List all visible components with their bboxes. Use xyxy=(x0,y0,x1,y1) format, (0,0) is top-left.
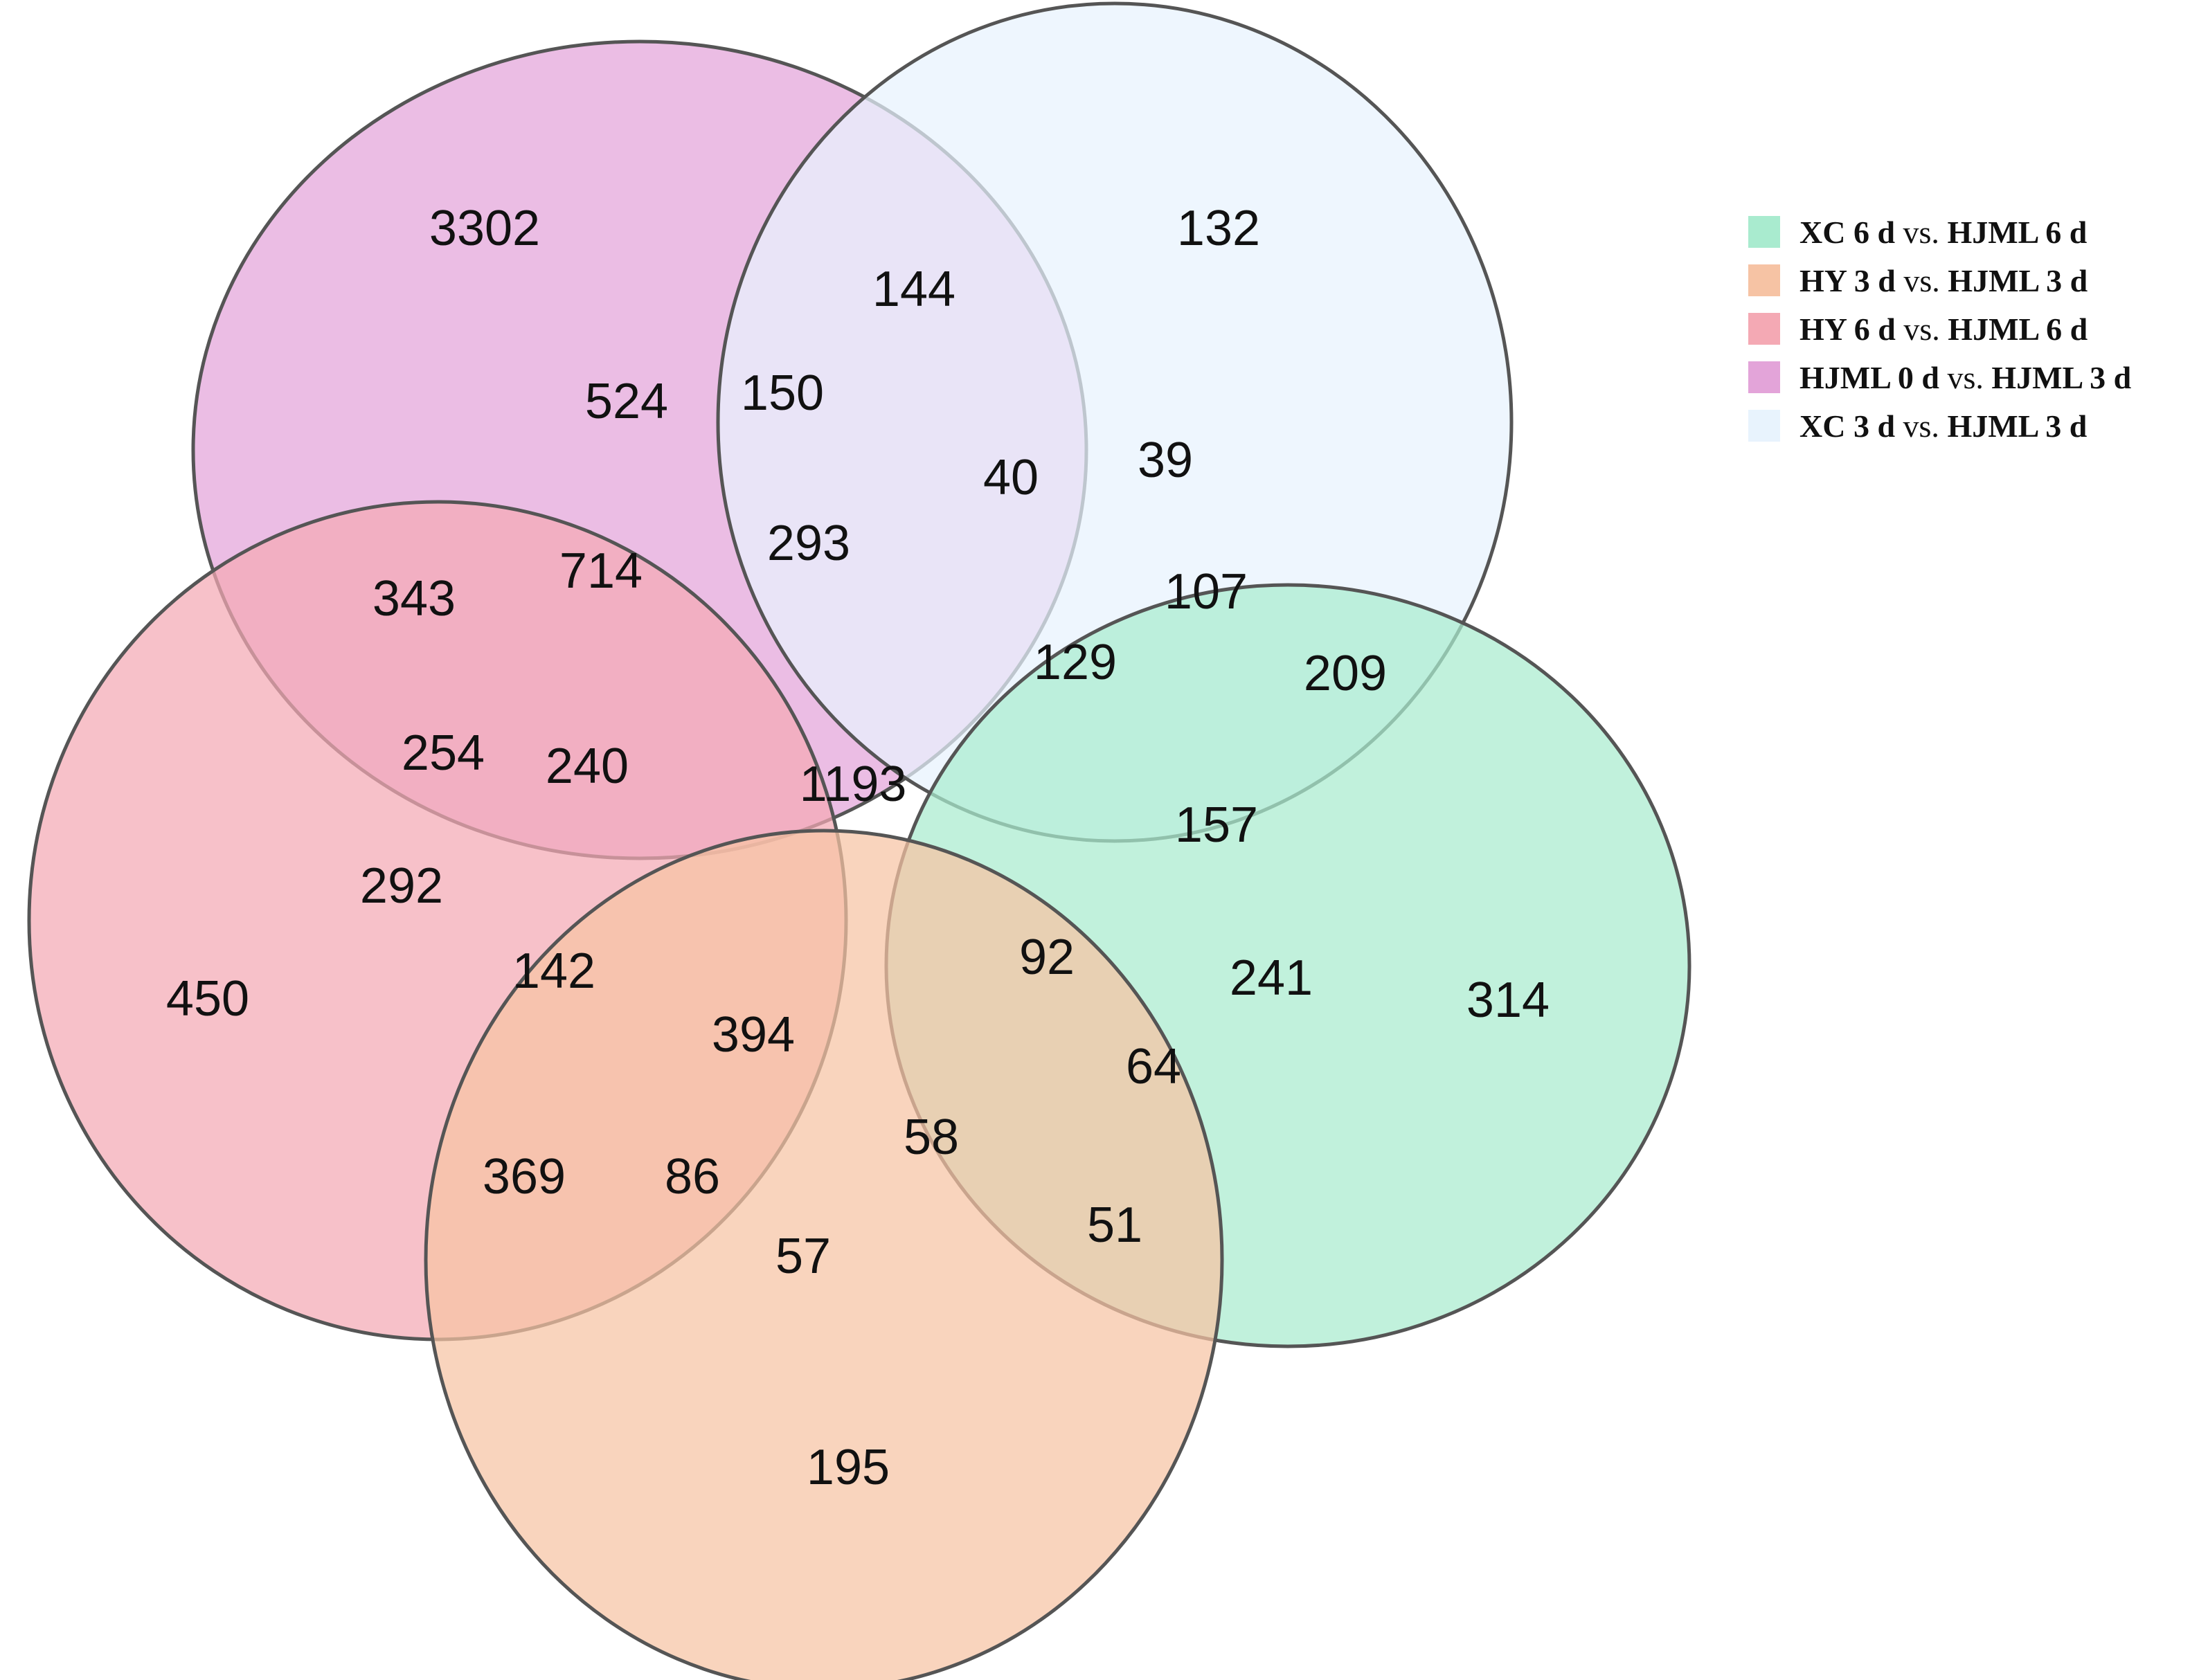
region-count-label: 209 xyxy=(1304,646,1387,701)
legend-swatch xyxy=(1748,264,1780,296)
legend-swatch xyxy=(1748,361,1780,393)
region-count-label: 524 xyxy=(585,374,668,429)
legend-item: XC 6 d vs. HJML 6 d xyxy=(1748,208,2191,256)
region-count-label: 58 xyxy=(904,1110,959,1165)
region-count-label: 343 xyxy=(373,571,456,626)
region-count-label: 292 xyxy=(360,858,443,914)
legend-label: XC 3 d vs. HJML 3 d xyxy=(1799,408,2088,444)
region-count-label: 132 xyxy=(1177,201,1260,256)
region-count-label: 107 xyxy=(1165,564,1248,620)
legend-label: HJML 0 d vs. HJML 3 d xyxy=(1799,359,2132,395)
legend-label: HY 6 d vs. HJML 6 d xyxy=(1799,311,2088,347)
region-count-label: 450 xyxy=(166,971,249,1027)
region-count-label: 240 xyxy=(546,739,629,794)
region-count-label: 714 xyxy=(559,543,643,599)
legend-item: XC 3 d vs. HJML 3 d xyxy=(1748,401,2191,450)
region-count-label: 86 xyxy=(665,1149,720,1204)
region-count-label: 150 xyxy=(741,365,824,421)
legend-swatch xyxy=(1748,410,1780,442)
region-count-label: 142 xyxy=(512,943,595,999)
region-count-label: 314 xyxy=(1466,973,1550,1028)
region-count-label: 57 xyxy=(775,1229,831,1284)
region-count-label: 3302 xyxy=(429,201,540,256)
legend-item: HY 3 d vs. HJML 3 d xyxy=(1748,256,2191,305)
region-count-label: 144 xyxy=(872,262,955,317)
set-shape-hy3-vs-hjml3 xyxy=(424,829,1224,1680)
region-count-label: 129 xyxy=(1034,635,1117,690)
region-count-label: 157 xyxy=(1175,797,1258,853)
legend-label: XC 6 d vs. HJML 6 d xyxy=(1799,214,2088,250)
region-count-label: 92 xyxy=(1019,930,1075,985)
legend-swatch xyxy=(1748,313,1780,345)
region-count-label: 394 xyxy=(712,1007,795,1063)
region-count-label: 369 xyxy=(483,1149,566,1204)
legend-item: HJML 0 d vs. HJML 3 d xyxy=(1748,353,2191,401)
legend-label: HY 3 d vs. HJML 3 d xyxy=(1799,262,2088,298)
legend-swatch xyxy=(1748,216,1780,248)
region-count-label: 51 xyxy=(1087,1198,1142,1253)
region-count-label: 254 xyxy=(402,725,485,781)
region-count-label: 241 xyxy=(1230,950,1313,1006)
region-count-label: 40 xyxy=(983,450,1039,505)
legend: XC 6 d vs. HJML 6 d HY 3 d vs. HJML 3 d … xyxy=(1748,208,2191,450)
region-count-label: 195 xyxy=(807,1440,890,1495)
region-count-label: 39 xyxy=(1138,433,1193,488)
region-count-label: 64 xyxy=(1126,1039,1181,1094)
legend-item: HY 6 d vs. HJML 6 d xyxy=(1748,305,2191,353)
region-count-label: 293 xyxy=(767,516,850,571)
region-count-label: 1193 xyxy=(800,757,907,812)
